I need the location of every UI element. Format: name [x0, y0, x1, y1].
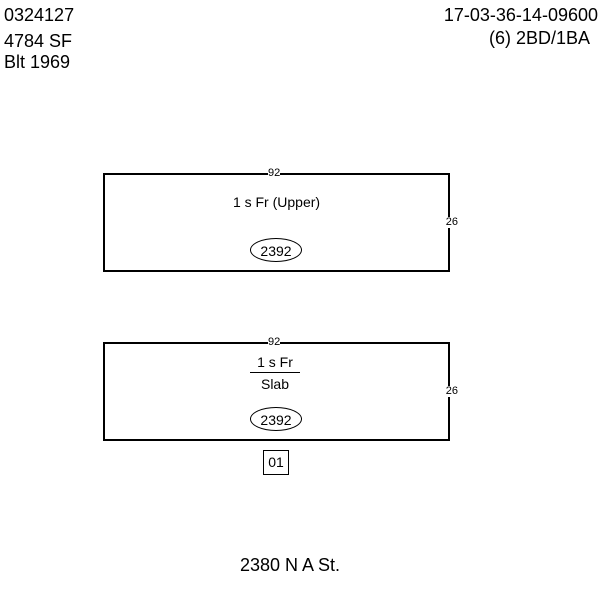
unit-summary: (6) 2BD/1BA: [488, 28, 590, 48]
parcel-id: 0324127: [4, 5, 75, 25]
section-lower: 92 26 1 s Fr Slab 2392: [103, 337, 458, 441]
width-label: 92: [268, 167, 281, 179]
section-description: 1 s Fr (Upper): [232, 194, 321, 210]
depth-label: 26: [445, 216, 458, 228]
section-upper: 92 26 1 s Fr (Upper) 2392: [103, 168, 458, 272]
year-built: Blt 1969: [4, 52, 71, 72]
building-tag: 01: [263, 450, 289, 475]
area-oval: 2392: [250, 238, 302, 262]
square-feet: 4784 SF: [4, 31, 73, 51]
depth-label: 26: [445, 385, 458, 397]
width-label: 92: [268, 336, 281, 348]
area-oval: 2392: [250, 407, 302, 431]
address: 2380 N A St.: [239, 555, 341, 575]
map-number: 17-03-36-14-09600: [443, 5, 598, 25]
foundation-label: Slab: [260, 376, 290, 392]
section-description: 1 s Fr: [250, 354, 300, 373]
